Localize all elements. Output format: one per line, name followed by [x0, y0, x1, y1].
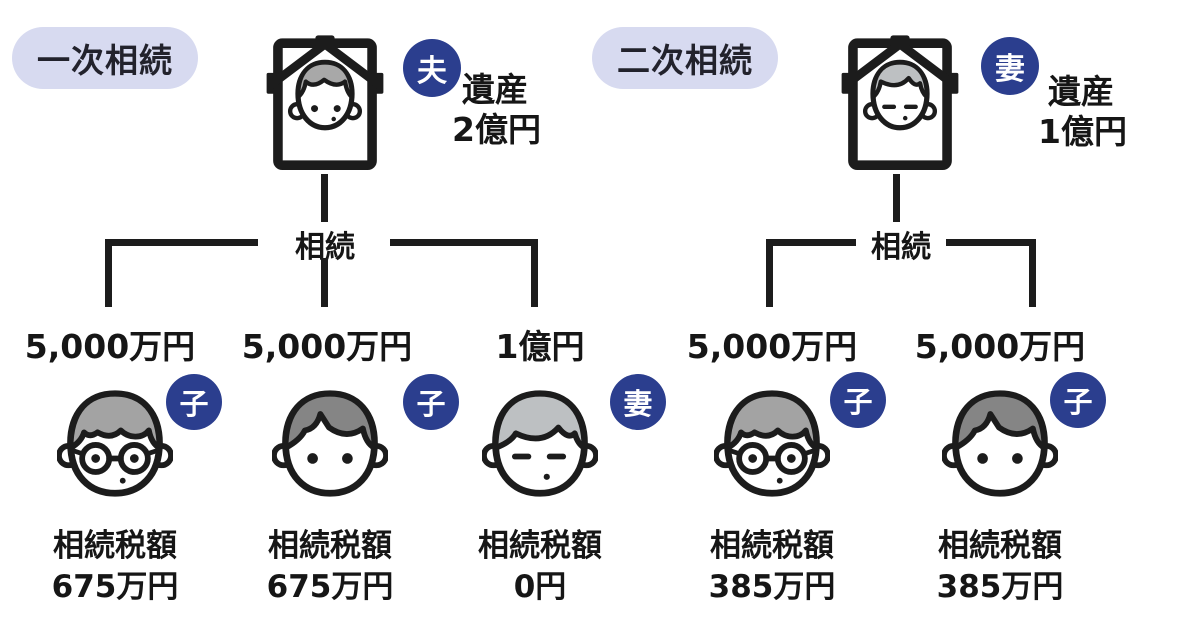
connector-hline-primary-right — [390, 239, 538, 246]
secondary-estate: 遺産 1億円 — [1038, 72, 1127, 152]
primary-heir1-role-badge: 子 — [166, 374, 222, 430]
secondary-heir1-role-badge: 子 — [830, 372, 886, 428]
primary-heir3-role-badge: 妻 — [610, 374, 666, 430]
primary-heir1-tax-label: 相続税額 — [53, 528, 177, 564]
secondary-heir1-tax-value: 385万円 — [708, 569, 836, 605]
primary-heir2-tax-value: 675万円 — [266, 569, 394, 605]
connector-drop-primary-2 — [321, 258, 328, 307]
primary-deceased-role-badge: 夫 — [403, 39, 461, 97]
memorial-photo-husband-icon — [266, 35, 384, 171]
connector-drop-primary-3 — [531, 239, 538, 307]
connector-hline-secondary-right — [946, 239, 1036, 246]
secondary-estate-value: 1億円 — [1038, 112, 1127, 151]
primary-heir3-share: 1億円 — [495, 327, 585, 366]
primary-heir1-tax-value: 675万円 — [51, 569, 179, 605]
memorial-photo-wife-icon — [841, 35, 959, 171]
child-face-icon — [272, 390, 388, 497]
primary-heir2-role-badge: 子 — [403, 374, 459, 430]
secondary-heir1-share: 5,000万円 — [686, 327, 858, 366]
primary-heir3-tax-value: 0円 — [513, 569, 567, 605]
connector-stem-secondary — [893, 174, 900, 222]
primary-estate-value: 2億円 — [452, 110, 541, 149]
primary-section-pill: 一次相続 — [12, 27, 198, 89]
primary-estate: 遺産 2億円 — [452, 70, 541, 150]
connector-drop-secondary-2 — [1029, 239, 1036, 307]
secondary-section-pill: 二次相続 — [592, 27, 778, 89]
primary-estate-label: 遺産 — [462, 70, 528, 109]
connector-drop-primary-1 — [105, 239, 112, 307]
secondary-deceased-role-badge: 妻 — [981, 37, 1039, 95]
child-glasses-icon — [714, 390, 830, 497]
connector-hline-secondary-left — [766, 239, 856, 246]
child-glasses-icon — [57, 390, 173, 497]
secondary-heir2-tax-value: 385万円 — [936, 569, 1064, 605]
secondary-heir2-share: 5,000万円 — [914, 327, 1086, 366]
secondary-heir2-tax-label: 相続税額 — [938, 528, 1062, 564]
secondary-heir2-role-badge: 子 — [1050, 372, 1106, 428]
primary-heir2-share: 5,000万円 — [241, 327, 413, 366]
wife-face-icon — [482, 390, 598, 497]
connector-drop-secondary-1 — [766, 239, 773, 307]
secondary-heir1-tax-label: 相続税額 — [710, 528, 834, 564]
primary-heir1-share: 5,000万円 — [24, 327, 196, 366]
primary-heir3-tax-label: 相続税額 — [478, 528, 602, 564]
connector-hline-primary-left — [105, 239, 258, 246]
secondary-estate-label: 遺産 — [1048, 72, 1114, 111]
primary-heir2-tax-label: 相続税額 — [268, 528, 392, 564]
child-face-icon — [942, 390, 1058, 497]
connector-stem-primary — [321, 174, 328, 222]
